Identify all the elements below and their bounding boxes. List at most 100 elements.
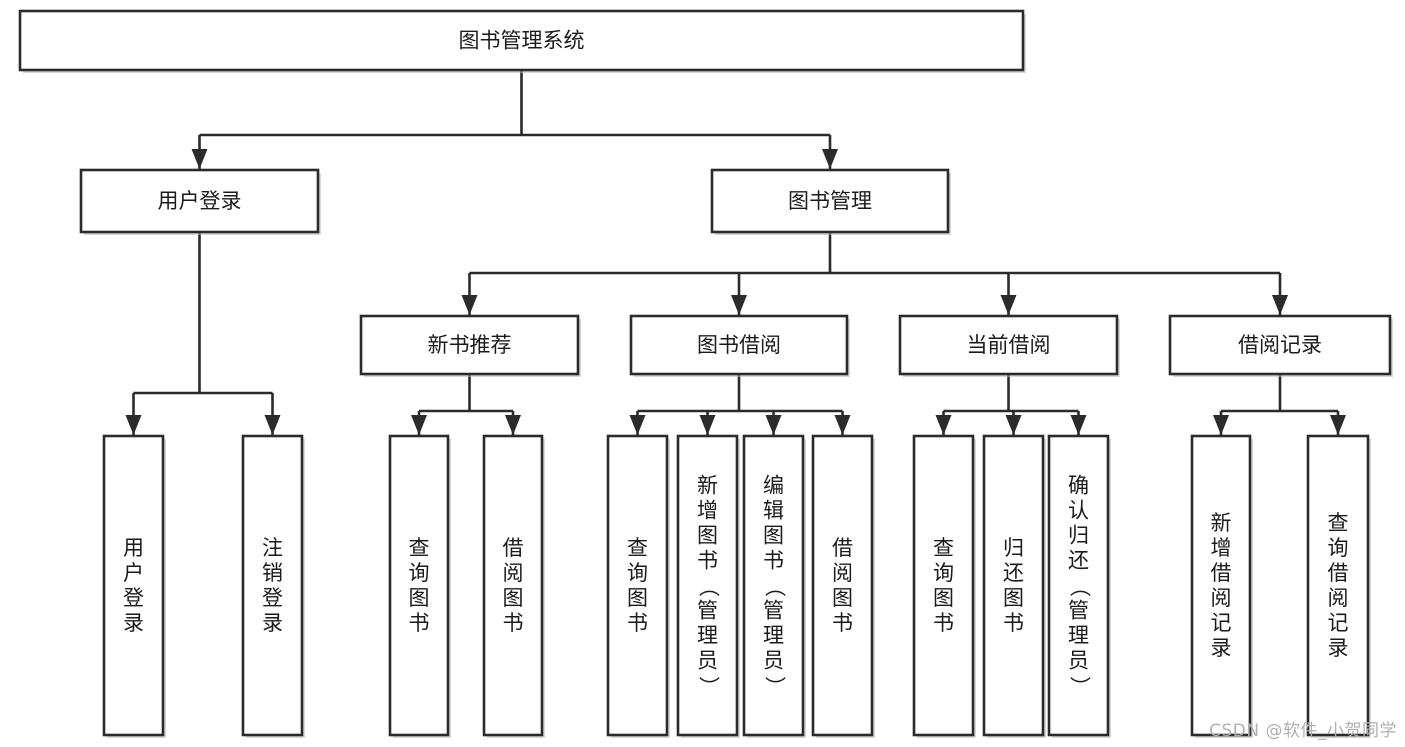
node-book-management[interactable]: 图书管理 xyxy=(710,168,951,235)
connector-layer xyxy=(125,70,1346,435)
node-rect[interactable] xyxy=(912,434,975,737)
node-label-char: 用 xyxy=(123,536,144,560)
node-label: 图书管理系统 xyxy=(459,29,585,53)
node-rect[interactable] xyxy=(606,434,669,737)
node-label-char: 书 xyxy=(832,611,853,635)
arrow-head-icon xyxy=(629,415,646,435)
node-label-char: 管 xyxy=(1068,599,1089,623)
node-label-char: 查 xyxy=(409,536,430,560)
node-label-char: 查 xyxy=(1328,511,1349,535)
node-rect[interactable] xyxy=(629,314,849,376)
node-book-borrow[interactable]: 图书借阅 xyxy=(629,314,850,377)
node-current-borrow[interactable]: 当前借阅 xyxy=(898,314,1120,377)
node-label-char: 增 xyxy=(697,499,718,523)
node-label-char: （ xyxy=(697,576,721,597)
node-label-char: 新 xyxy=(697,474,718,498)
node-label-char: 员 xyxy=(763,649,784,673)
node-rect[interactable] xyxy=(102,434,165,737)
node-rect[interactable] xyxy=(676,434,739,737)
arrow-head-icon xyxy=(935,415,952,435)
arrow-head-icon xyxy=(1005,415,1022,435)
arrow-head-icon xyxy=(125,415,142,435)
node-label-char: 书 xyxy=(933,611,954,635)
node-label-char: 询 xyxy=(409,561,430,585)
node-new-book-recommend[interactable]: 新书推荐 xyxy=(359,314,581,377)
node-rect[interactable] xyxy=(241,434,304,737)
node-label-char: ） xyxy=(697,676,721,697)
node-rect[interactable] xyxy=(1190,434,1252,737)
node-label-char: 记 xyxy=(1211,611,1232,635)
node-rect[interactable] xyxy=(710,168,950,234)
node-label-char: 登 xyxy=(262,586,283,610)
node-label-char: 员 xyxy=(697,649,718,673)
node-label-char: 询 xyxy=(627,561,648,585)
node-label-char: 图 xyxy=(832,586,853,610)
node-label-char: 还 xyxy=(1068,549,1089,573)
node-label-char: 借 xyxy=(1211,561,1232,585)
node-label-char: 录 xyxy=(123,611,144,635)
node-label-char: 增 xyxy=(1211,536,1232,560)
node-label-char: 查 xyxy=(627,536,648,560)
arrow-head-icon xyxy=(191,149,208,169)
node-label-char: 书 xyxy=(503,611,524,635)
arrow-head-icon xyxy=(1330,415,1346,435)
node-label-char: 管 xyxy=(763,599,784,623)
node-leaf-user-login[interactable]: 用户登录 xyxy=(102,434,166,738)
node-label-char: 还 xyxy=(1003,561,1024,585)
node-label-char: 阅 xyxy=(503,561,524,585)
node-label-char: 管 xyxy=(697,599,718,623)
node-label-char: 登 xyxy=(123,586,144,610)
node-label-char: 归 xyxy=(1003,536,1024,560)
node-label-char: 归 xyxy=(1068,524,1089,548)
arrow-head-icon xyxy=(765,415,782,435)
node-rect[interactable] xyxy=(1168,314,1392,376)
node-label-char: 理 xyxy=(697,624,718,648)
arrow-head-icon xyxy=(1070,415,1087,435)
node-rect[interactable] xyxy=(1306,434,1370,737)
node-borrow-record[interactable]: 借阅记录 xyxy=(1168,314,1393,377)
node-label-char: 认 xyxy=(1068,499,1089,523)
node-rect[interactable] xyxy=(1047,434,1110,737)
node-label-char: 阅 xyxy=(832,561,853,585)
node-label-char: 询 xyxy=(933,561,954,585)
node-title-图书管理系统[interactable]: 图书管理系统 xyxy=(18,9,1026,73)
node-rect[interactable] xyxy=(982,434,1045,737)
node-label-char: （ xyxy=(1068,576,1092,597)
node-rect[interactable] xyxy=(898,314,1119,376)
node-rect[interactable] xyxy=(18,9,1025,72)
node-rect[interactable] xyxy=(359,314,580,376)
node-label-char: 图 xyxy=(409,586,430,610)
node-label-char: 借 xyxy=(832,536,853,560)
node-label-char: 确 xyxy=(1068,474,1089,498)
arrow-head-icon xyxy=(822,149,838,169)
node-label-char: 注 xyxy=(262,536,283,560)
node-rect[interactable] xyxy=(388,434,450,737)
node-label-char: 录 xyxy=(1328,636,1349,660)
node-label: 用户登录 xyxy=(158,189,242,213)
node-label-char: （ xyxy=(763,576,787,597)
node-rect[interactable] xyxy=(79,168,320,234)
node-label-char: 书 xyxy=(1003,611,1024,635)
node-label-char: 录 xyxy=(1211,636,1232,660)
node-label-char: 书 xyxy=(627,611,648,635)
arrow-head-icon xyxy=(1000,295,1017,315)
node-rect[interactable] xyxy=(482,434,544,737)
node-rect[interactable] xyxy=(742,434,805,737)
node-user-login[interactable]: 用户登录 xyxy=(79,168,321,235)
node-label-char: 阅 xyxy=(1211,586,1232,610)
node-rect[interactable] xyxy=(811,434,874,737)
